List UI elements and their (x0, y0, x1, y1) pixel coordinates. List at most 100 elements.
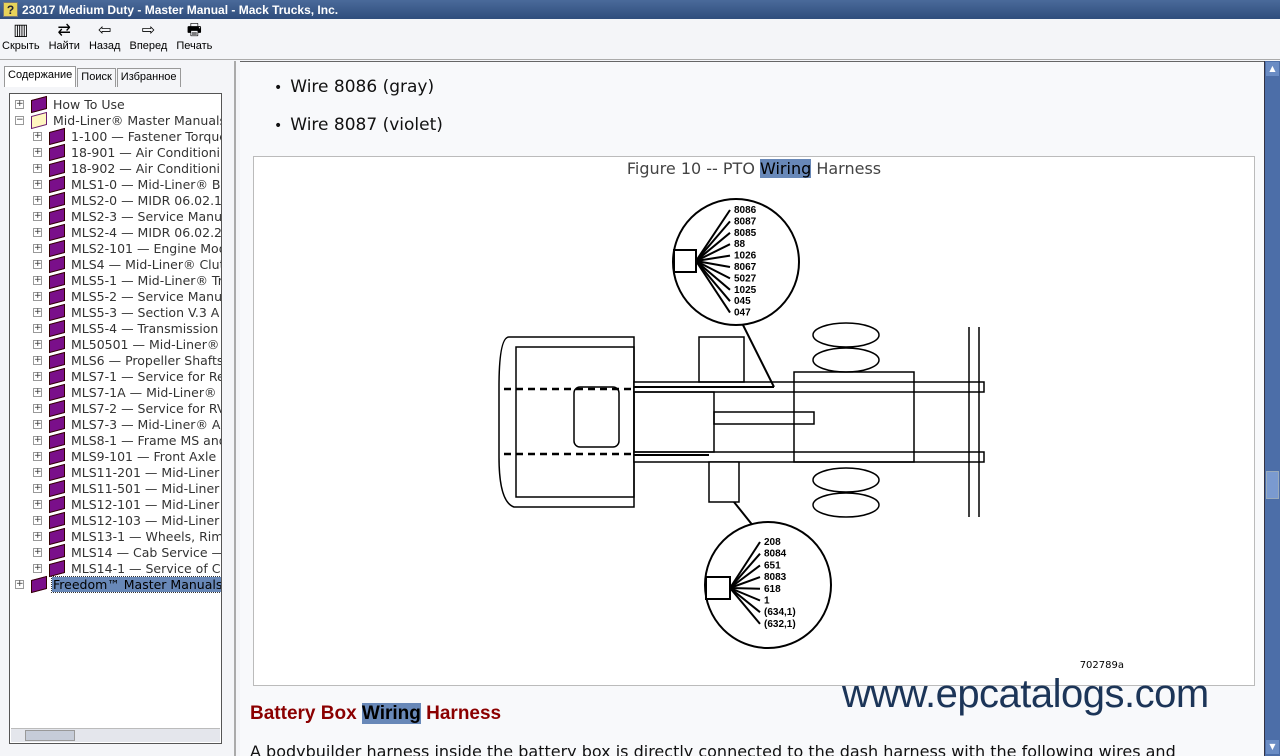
tree-item-label: MLS1-0 — Mid-Liner® Bo (71, 176, 222, 192)
tree-item[interactable]: +MLS13-1 — Wheels, Rims (14, 527, 221, 545)
expand-icon[interactable]: + (33, 530, 42, 541)
tree-item[interactable]: +MLS2-3 — Service Manual (14, 207, 221, 225)
tree-item[interactable]: +MLS9-101 — Front Axle (14, 447, 221, 465)
expand-icon[interactable]: + (33, 210, 42, 221)
book-icon (49, 415, 65, 433)
tree-item[interactable]: +MLS2-4 — MIDR 06.02.2 (14, 223, 221, 241)
tree-item[interactable]: +MLS7-3 — Mid-Liner® Ai (14, 415, 221, 433)
tree-item-label: Freedom™ Master Manuals (50, 575, 222, 593)
expand-icon[interactable]: + (33, 498, 42, 509)
expand-icon[interactable]: + (33, 242, 42, 253)
tree-item[interactable]: +MLS12-101 — Mid-Liner® (14, 495, 221, 513)
tree-item[interactable]: + MLS14 — Cab Service — (14, 543, 222, 561)
tree-item[interactable]: +18-902 — Air Conditioning (14, 159, 221, 177)
expand-icon[interactable]: + (33, 226, 42, 237)
expand-icon[interactable]: + (33, 514, 42, 525)
scroll-up-button[interactable]: ▲ (1266, 62, 1279, 76)
expand-icon[interactable]: + (33, 434, 42, 445)
tree-item[interactable]: +MLS6 — Propeller Shafts (14, 351, 221, 369)
tree-item[interactable]: +MLS5-1 — Mid-Liner® Tr (14, 271, 221, 289)
back-button[interactable]: ⇦Назад (89, 19, 121, 59)
book-icon (49, 223, 65, 241)
vertical-scrollbar[interactable]: ▲ ▼ (1264, 61, 1280, 756)
tree-item[interactable]: +MLS5-2 — Service Manual (14, 287, 221, 305)
tree-item[interactable]: + MLS5-3 — Section V.3 A (14, 303, 221, 321)
locate-label: Найти (48, 40, 80, 52)
scroll-thumb[interactable] (25, 730, 75, 741)
tree-item-label: Mid-Liner® Master Manuals (53, 112, 222, 128)
expand-icon[interactable]: + (33, 130, 42, 141)
harness-routing-dashed (504, 387, 634, 456)
wire-line (695, 232, 731, 262)
tree-item[interactable]: + Freedom™ Master Manuals (14, 575, 222, 593)
tab-favorites[interactable]: Избранное (116, 68, 181, 87)
wire-label: 1 (764, 596, 770, 607)
back-arrow-icon: ⇦ (98, 22, 112, 39)
tree-item-label: MLS5-3 — Section V.3 A (71, 304, 220, 320)
tree-item[interactable]: +MLS2-101 — Engine Mod (14, 239, 221, 257)
expand-icon[interactable]: + (33, 466, 42, 477)
expand-icon[interactable]: + (33, 146, 42, 157)
tree-item[interactable]: +MLS11-501 — Mid-Liner® (14, 479, 221, 497)
locate-button[interactable]: ⇄Найти (49, 19, 80, 59)
expand-icon[interactable]: + (33, 386, 42, 397)
tree-item-label: MLS14 — Cab Service — (71, 544, 222, 560)
expand-icon[interactable]: + (33, 546, 42, 557)
tree-item[interactable]: +MLS8-1 — Frame MS and (14, 431, 221, 449)
expand-icon[interactable]: + (33, 322, 42, 333)
expand-icon[interactable]: + (33, 338, 42, 349)
expand-icon[interactable]: + (15, 98, 24, 109)
printer-icon: 🖶 (186, 22, 202, 39)
expand-icon[interactable]: + (33, 274, 42, 285)
navigation-pane: Содержание Поиск Избранное +How To Use− M… (0, 61, 236, 756)
tree-item[interactable]: +18-901 — Air Conditioning (14, 143, 221, 161)
expand-icon[interactable]: + (33, 354, 42, 365)
expand-icon[interactable]: + (33, 258, 42, 269)
wire-line (729, 587, 761, 602)
wire-line (695, 254, 731, 262)
expand-icon[interactable]: + (33, 194, 42, 205)
tree-item[interactable]: +MLS7-2 — Service for RV (14, 399, 221, 417)
expand-icon[interactable]: + (33, 162, 42, 173)
contents-tree: +How To Use− Mid-Liner® Master Manuals+1-… (9, 93, 222, 744)
tree-item[interactable]: +MLS7-1 — Service for Re (14, 367, 221, 385)
horizontal-scrollbar[interactable] (11, 728, 220, 742)
expand-icon[interactable]: + (33, 418, 42, 429)
scroll-thumb[interactable] (1266, 471, 1279, 499)
expand-icon[interactable]: + (33, 306, 42, 317)
wire-label: 8084 (764, 549, 787, 560)
print-button[interactable]: 🖶Печать (176, 19, 212, 59)
forward-button[interactable]: ⇨Вперед (129, 19, 167, 59)
book-icon (49, 255, 65, 273)
expand-icon[interactable]: + (33, 370, 42, 381)
tree-item[interactable]: + MLS1-0 — Mid-Liner® Bo (14, 175, 222, 193)
hide-button[interactable]: ▥Скрыть (2, 19, 40, 59)
expand-icon[interactable]: + (33, 450, 42, 461)
expand-icon[interactable]: + (33, 178, 42, 189)
wire-line (729, 587, 761, 625)
tree-item[interactable]: +MLS12-103 — Mid-Liner® (14, 511, 221, 529)
wire-label: 8086 (734, 205, 757, 216)
expand-icon[interactable]: + (33, 482, 42, 493)
scroll-down-button[interactable]: ▼ (1266, 740, 1279, 754)
tree-item[interactable]: +How To Use (14, 95, 221, 113)
tree-item[interactable]: +MLS7-1A — Mid-Liner® I (14, 383, 221, 401)
expand-icon[interactable]: + (33, 402, 42, 413)
tree-item[interactable]: +ML50501 — Mid-Liner® (14, 335, 221, 353)
tab-contents[interactable]: Содержание (4, 66, 77, 87)
tree-item[interactable]: +MLS5-4 — Transmission (14, 319, 221, 337)
expand-icon[interactable]: + (33, 290, 42, 301)
heading-text: Battery Box (250, 703, 362, 724)
collapse-icon[interactable]: − (15, 114, 24, 125)
tree-item[interactable]: +MLS4 — Mid-Liner® Clutch (14, 255, 221, 273)
tree-item[interactable]: +MLS11-201 — Mid-Liner® (14, 463, 221, 481)
expand-icon[interactable]: + (15, 578, 24, 589)
tree-item[interactable]: − Mid-Liner® Master Manuals (14, 111, 222, 129)
hide-label: Скрыть (2, 40, 40, 52)
tree-item[interactable]: +MLS14-1 — Service of C (14, 559, 221, 577)
book-icon (31, 575, 47, 593)
expand-icon[interactable]: + (33, 562, 42, 573)
tree-item[interactable]: +MLS2-0 — MIDR 06.02.1 (14, 191, 221, 209)
tree-item[interactable]: +1-100 — Fastener Torque (14, 127, 221, 145)
tab-search[interactable]: Поиск (77, 68, 116, 87)
